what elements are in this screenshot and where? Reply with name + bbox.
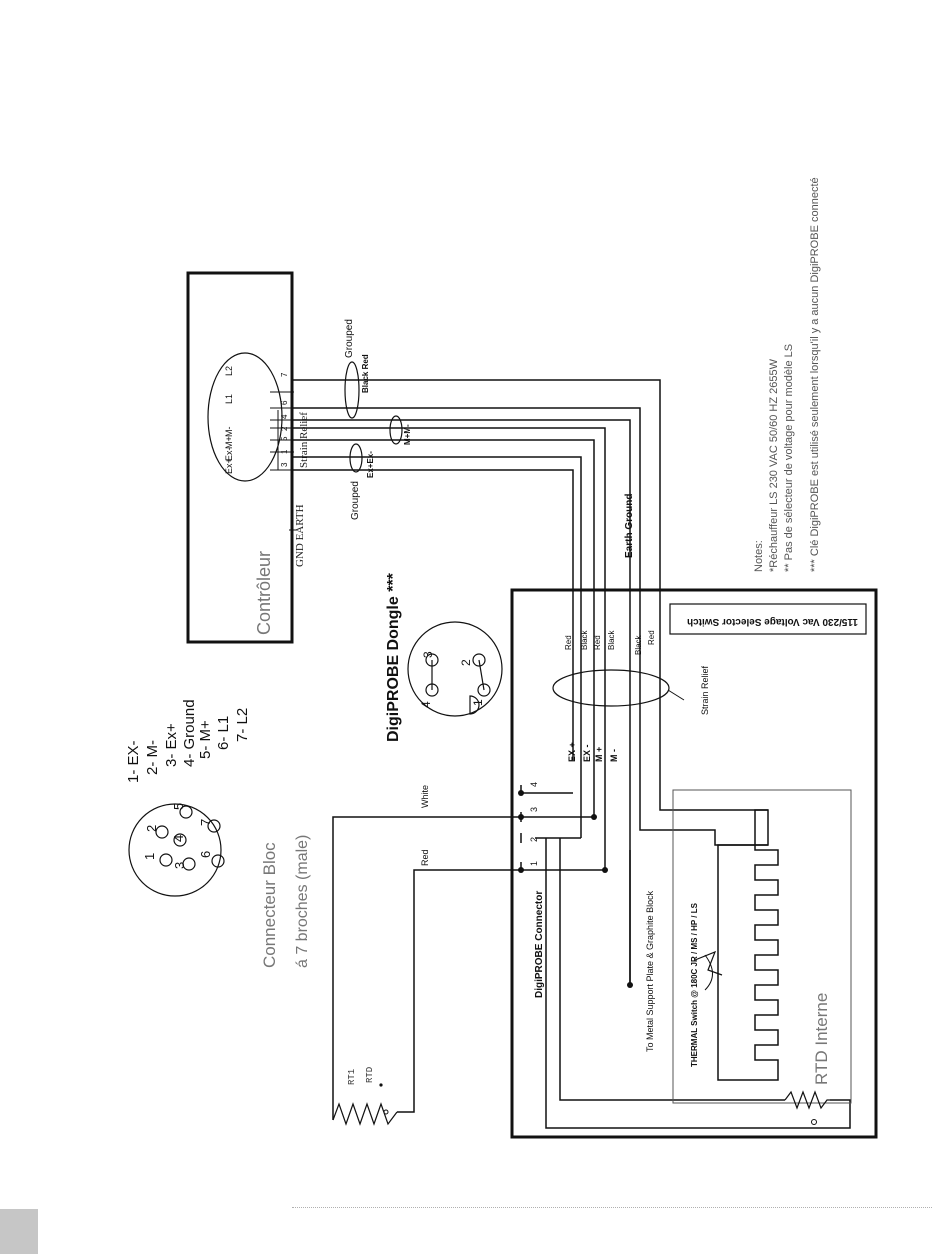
connector-pin-1: 1 — [529, 861, 539, 866]
wires — [292, 379, 851, 1129]
heater-element — [717, 809, 779, 1081]
notes-line-3: *** Clé DigiPROBE est utilisé seulement … — [809, 177, 821, 572]
pinout-2: 2- M- — [144, 740, 161, 775]
gnd-earth-label: GND EARTH — [294, 504, 306, 567]
thermal-switch-label: THERMAL Switch @ 180C JR / MS / HP / LS — [690, 902, 699, 1067]
grouped-label-top: Grouped — [344, 319, 355, 358]
controller-title: Contrôleur — [254, 551, 274, 635]
notes-title: Notes: — [753, 540, 765, 572]
earth-ground-label: Earth Ground — [624, 494, 635, 558]
to-metal-label: To Metal Support Plate & Graphite Block — [645, 890, 655, 1052]
earth-ground-terminal — [627, 982, 633, 988]
bloc-subtitle: á 7 broches (male) — [294, 835, 311, 968]
rt1-label: RT1 — [347, 1069, 357, 1085]
bloc-pin-2: 2 — [144, 825, 159, 832]
notes-line-1: *Réchauffeur LS 230 VAC 50/60 HZ 2655W — [768, 358, 780, 572]
connector-label-l2: L2 — [224, 366, 234, 376]
junction-dots — [518, 790, 608, 873]
digiprobe-connector-label: DigiPROBE Connector — [534, 891, 545, 998]
dongle-pin-4: 4 — [419, 701, 433, 708]
pinout-1: 1- EX- — [125, 740, 142, 783]
digiprobe-dongle: DigiPROBE Dongle *** 1 2 3 4 — [385, 572, 503, 742]
connector-pin-4: 4 — [529, 782, 539, 787]
pin-number-3: 3 — [280, 462, 289, 467]
pin-number-6: 6 — [280, 400, 289, 405]
m-pair-label: M+M- — [403, 424, 412, 445]
pin-number-5: 5 — [280, 436, 289, 441]
bloc-pin-6: 6 — [198, 851, 213, 858]
connector-pin-2: 2 — [529, 837, 539, 842]
pinout-4: 4- Ground — [181, 699, 198, 767]
internal-rtd-resistor — [784, 1090, 830, 1110]
wire-color-4: Black — [607, 629, 616, 650]
bloc-title: Connecteur Bloc — [260, 842, 279, 968]
pinout-5: 5- M+ — [197, 720, 214, 759]
signal-m-plus: M + — [594, 747, 604, 762]
connector-label-explus: Ex+ — [224, 458, 234, 474]
external-rtd: White Red RT1 RTD — [332, 785, 430, 1126]
white-wire-label: White — [420, 785, 430, 808]
ex-pair-label: Ex+Ex- — [366, 451, 375, 478]
pin-number-1: 1 — [280, 449, 289, 454]
pinout-7: 7- L2 — [234, 708, 251, 742]
pin-number-7: 7 — [280, 372, 289, 377]
voltage-switch-label: 115/230 Vac Voltage Selector Switch — [687, 616, 858, 627]
connector-label-mplus: M+ — [224, 436, 234, 449]
signal-ex-plus: EX + — [567, 742, 577, 762]
signal-m-minus: M - — [609, 749, 619, 762]
pinout-6: 6- L1 — [215, 716, 232, 750]
voltage-selector-switch — [669, 603, 867, 635]
wire-color-1: Red — [564, 635, 573, 650]
connector-label-exminus: Ex- — [224, 447, 234, 461]
thermal-switch-symbol — [694, 950, 723, 976]
rtd-interne-label: RTD Interne — [812, 993, 831, 1085]
wire-color-3: Red — [593, 635, 602, 650]
notes: Notes: *Réchauffeur LS 230 VAC 50/60 HZ … — [753, 177, 821, 572]
rtd-label: RTD — [365, 1067, 375, 1083]
dongle-title: DigiPROBE Dongle *** — [385, 572, 402, 742]
bloc-pin-7: 7 — [198, 819, 213, 826]
grouped-label-bottom: Grouped — [350, 481, 361, 520]
connector-label-l1: L1 — [224, 394, 234, 404]
connector-label-mminus: M- — [224, 427, 234, 438]
red-wire-label: Red — [420, 849, 430, 866]
notes-line-2: ** Pas de sélecteur de voltage pour modè… — [783, 344, 795, 572]
dongle-pin-2: 2 — [459, 659, 473, 666]
bloc-pin-3: 3 — [172, 862, 187, 869]
black-red-label: Black Red — [361, 354, 370, 393]
unit-box: 115/230 Vac Voltage Selector Switch Red … — [510, 588, 878, 1139]
connector-pin-3: 3 — [529, 807, 539, 812]
unit-strain-relief-label: Strain Relief — [700, 665, 710, 715]
connecteur-bloc: Connecteur Bloc á 7 broches (male) 1 2 3… — [125, 699, 311, 968]
dongle-pin-1: 1 — [471, 699, 485, 706]
wire-color-5: Black — [634, 634, 643, 655]
wire-bundles — [344, 361, 403, 473]
controller-connector — [207, 352, 283, 482]
signal-ex-minus: EX - — [582, 744, 592, 762]
wire-color-2: Black — [580, 629, 589, 650]
footer-rule — [292, 1207, 932, 1208]
wire-color-6: Red — [647, 630, 656, 645]
bloc-pin-1: 1 — [142, 853, 157, 860]
pinout-3: 3- Ex+ — [163, 723, 180, 767]
pin-number-2: 2 — [280, 426, 289, 431]
bloc-pin-5: 5 — [171, 803, 186, 810]
rtd-interne-frame — [672, 789, 852, 1104]
pin-number-4: 4 — [280, 414, 289, 419]
dongle-pin-3: 3 — [421, 651, 435, 658]
page-tab — [0, 1209, 38, 1254]
bloc-pin-4: 4 — [171, 835, 186, 842]
unit-strain-relief — [552, 669, 670, 707]
controller-box: Contrôleur GND EARTH Strain Relief Ex+ E… — [186, 271, 310, 644]
